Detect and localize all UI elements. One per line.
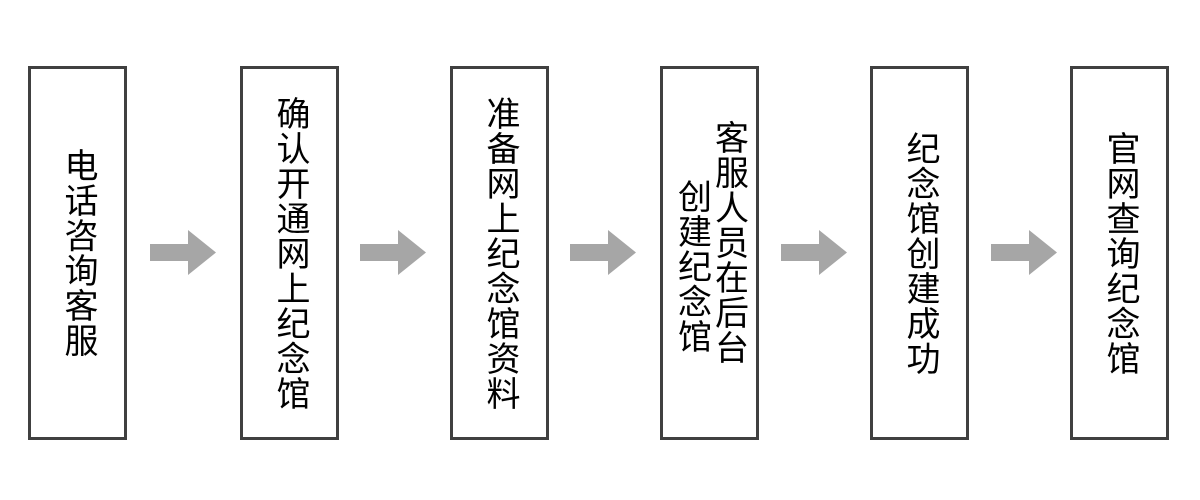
- process-box-memorial-created-successfully[interactable]: 纪念馆创建成功: [870, 66, 969, 440]
- process-label: 纪念馆创建成功: [900, 130, 941, 376]
- process-label: 官网查询纪念馆: [1100, 130, 1141, 376]
- right-arrow-icon-1: [150, 229, 216, 276]
- process-label-column-1: 客服人员在后台: [708, 119, 749, 365]
- process-box-prepare-memorial-materials[interactable]: 准备网上纪念馆资料: [450, 66, 549, 440]
- process-box-support-creates-memorial-backend[interactable]: 客服人员在后台 创建纪念馆: [660, 66, 759, 440]
- process-label: 电话咨询客服: [58, 148, 99, 358]
- process-label: 确认开通网上纪念馆: [270, 95, 311, 411]
- right-arrow-icon-3: [570, 229, 636, 276]
- process-box-query-memorial-on-official-site[interactable]: 官网查询纪念馆: [1070, 66, 1169, 440]
- process-label-column-2: 创建纪念馆: [671, 178, 712, 354]
- right-arrow-icon-5: [991, 229, 1057, 276]
- process-box-confirm-open-memorial[interactable]: 确认开通网上纪念馆: [240, 66, 339, 440]
- right-arrow-icon-4: [781, 229, 847, 276]
- right-arrow-icon-2: [360, 229, 426, 276]
- process-label: 准备网上纪念馆资料: [480, 95, 521, 411]
- process-box-phone-consult-support[interactable]: 电话咨询客服: [28, 66, 127, 440]
